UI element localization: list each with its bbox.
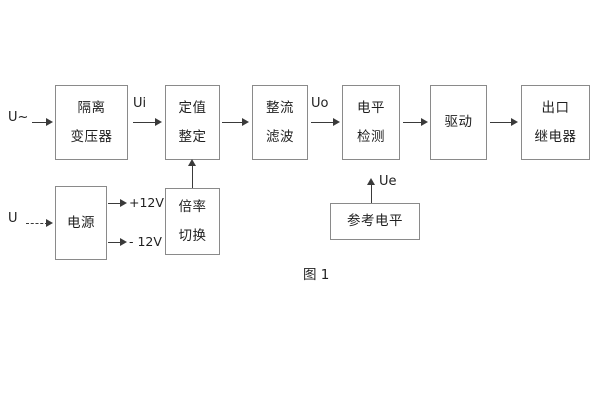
- arrow-input-to-isolation: [46, 118, 53, 126]
- block-range-switch-line2: 切换: [178, 227, 207, 244]
- signal-label-uo: Uo: [311, 96, 329, 111]
- power-output-label-positive: +12V: [129, 195, 164, 210]
- connector-input-to-power-supply: [26, 223, 48, 224]
- connector-drive-to-output-relay: [490, 122, 513, 123]
- block-range-switch-line1: 倍率: [178, 199, 207, 216]
- block-setpoint-setting-line1: 定值: [178, 100, 207, 117]
- block-output-relay-line2: 继电器: [534, 128, 577, 145]
- block-level-detection[interactable]: 电平 检测: [342, 85, 400, 160]
- signal-label-ui: Ui: [133, 96, 147, 111]
- block-reference-level-line1: 参考电平: [347, 213, 403, 230]
- arrow-power-supply-positive: [120, 199, 127, 207]
- arrow-level-to-drive: [421, 118, 428, 126]
- block-drive-line1: 驱动: [444, 114, 473, 131]
- block-drive[interactable]: 驱动: [430, 85, 487, 160]
- connector-input-to-isolation: [32, 122, 48, 123]
- connector-power-supply-positive: [108, 203, 122, 204]
- input-label-u-ac: U~: [8, 110, 29, 125]
- block-reference-level[interactable]: 参考电平: [330, 203, 420, 240]
- arrow-range-switch-to-setting: [188, 159, 196, 166]
- arrow-rectify-to-level: [333, 118, 340, 126]
- connector-isolation-to-setting: [133, 122, 157, 123]
- input-label-u-dc: U: [8, 211, 18, 226]
- connector-setting-to-rectify: [222, 122, 244, 123]
- connector-reference-to-level-detection: [371, 184, 372, 203]
- block-isolation-transformer-line2: 变压器: [70, 128, 113, 145]
- connector-level-to-drive: [403, 122, 425, 123]
- arrow-drive-to-output-relay: [511, 118, 518, 126]
- block-power-supply-line1: 电源: [67, 214, 95, 231]
- block-output-relay[interactable]: 出口 继电器: [521, 85, 590, 160]
- block-rectify-filter[interactable]: 整流 滤波: [252, 85, 308, 160]
- connector-rectify-to-level: [311, 122, 335, 123]
- power-output-label-negative: - 12V: [129, 234, 162, 249]
- arrow-reference-to-level-detection: [367, 178, 375, 185]
- signal-label-ue: Ue: [379, 174, 397, 189]
- connector-power-supply-negative: [108, 242, 122, 243]
- block-setpoint-setting-line2: 整定: [178, 128, 207, 145]
- block-isolation-transformer[interactable]: 隔离 变压器: [55, 85, 128, 160]
- arrow-setting-to-rectify: [242, 118, 249, 126]
- block-level-detection-line2: 检测: [357, 128, 385, 145]
- arrow-isolation-to-setting: [155, 118, 162, 126]
- arrow-input-to-power-supply: [46, 219, 53, 227]
- block-range-switch[interactable]: 倍率 切换: [165, 188, 220, 255]
- block-output-relay-line1: 出口: [541, 100, 570, 117]
- block-isolation-transformer-line1: 隔离: [77, 100, 106, 117]
- figure-caption: 图 1: [303, 267, 330, 283]
- block-rectify-filter-line2: 滤波: [266, 128, 294, 145]
- arrow-power-supply-negative: [120, 238, 127, 246]
- block-setpoint-setting[interactable]: 定值 整定: [165, 85, 220, 160]
- connector-range-switch-to-setting: [192, 165, 193, 188]
- block-power-supply[interactable]: 电源: [55, 186, 107, 260]
- block-level-detection-line1: 电平: [357, 100, 385, 117]
- block-rectify-filter-line1: 整流: [266, 100, 294, 117]
